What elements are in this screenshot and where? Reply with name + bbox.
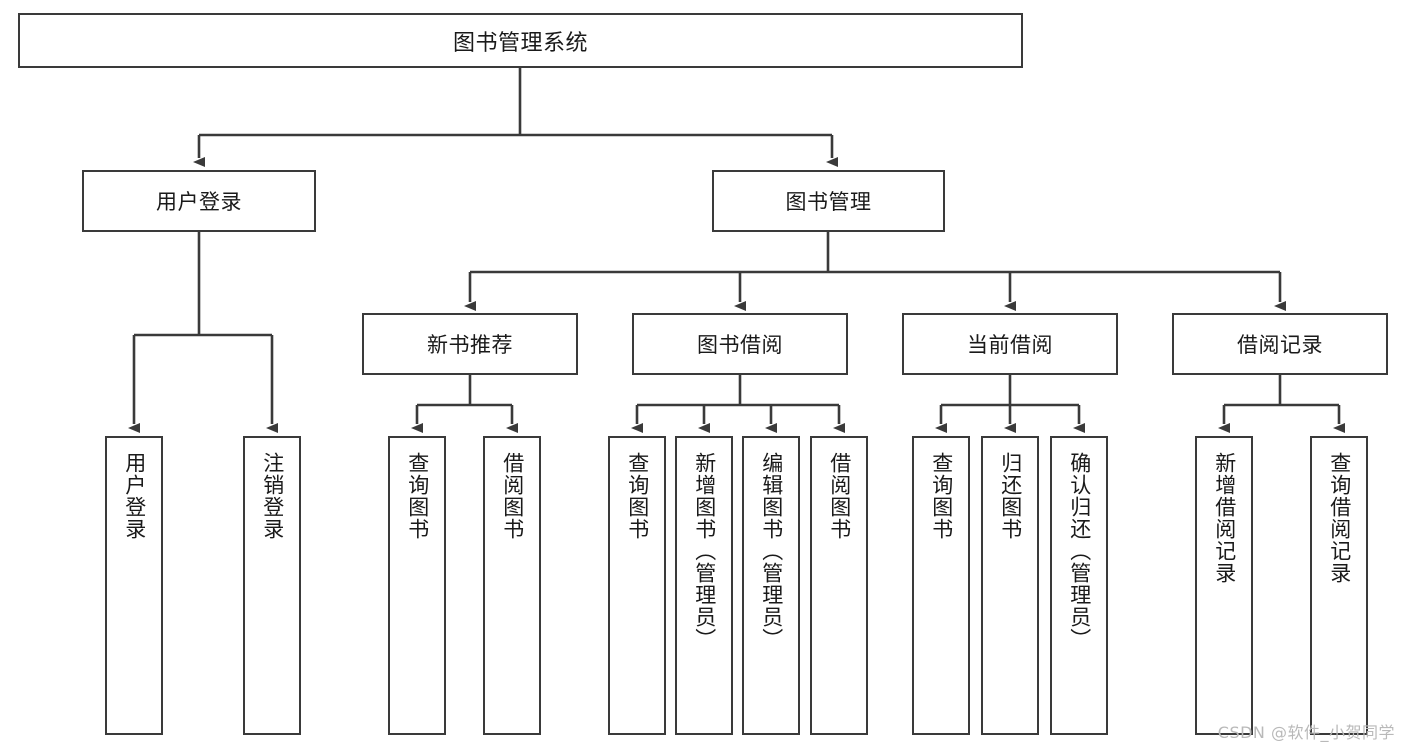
node-label: 查询图书	[625, 452, 650, 540]
node-label: 图书管理系统	[452, 30, 588, 56]
leaf-borrow-edit-book-admin[interactable]: 编辑图书（管理员）	[742, 436, 800, 735]
leaf-borrow-borrow-book[interactable]: 借阅图书	[810, 436, 868, 735]
leaf-current-confirm-return-admin[interactable]: 确认归还（管理员）	[1050, 436, 1108, 735]
node-user-login[interactable]: 用户登录	[82, 170, 316, 232]
leaf-borrow-query-book[interactable]: 查询图书	[608, 436, 666, 735]
node-label: 借阅图书	[827, 452, 852, 540]
node-label: 确认归还（管理员）	[1067, 452, 1092, 650]
node-label: 用户登录	[156, 190, 242, 214]
leaf-borrow-add-book-admin[interactable]: 新增图书（管理员）	[675, 436, 733, 735]
node-new-book-recommend[interactable]: 新书推荐	[362, 313, 578, 375]
node-label: 查询图书	[405, 452, 430, 540]
node-label: 查询图书	[929, 452, 954, 540]
leaf-current-return-book[interactable]: 归还图书	[981, 436, 1039, 735]
node-label: 借阅记录	[1237, 333, 1323, 357]
leaf-user-login-login[interactable]: 用户登录	[105, 436, 163, 735]
node-label: 新增借阅记录	[1212, 452, 1237, 584]
node-label: 图书管理	[785, 190, 872, 214]
leaf-recommend-borrow-book[interactable]: 借阅图书	[483, 436, 541, 735]
node-label: 编辑图书（管理员）	[759, 452, 784, 650]
node-borrow-record[interactable]: 借阅记录	[1172, 313, 1388, 375]
node-label: 图书借阅	[697, 333, 783, 357]
node-current-borrow[interactable]: 当前借阅	[902, 313, 1118, 375]
node-label: 新增图书（管理员）	[692, 452, 717, 650]
node-label: 注销登录	[260, 452, 285, 540]
csdn-watermark: CSDN @软件_小贺同学	[1217, 723, 1395, 742]
node-label: 借阅图书	[500, 452, 525, 540]
leaf-current-query-book[interactable]: 查询图书	[912, 436, 970, 735]
leaf-record-query-record[interactable]: 查询借阅记录	[1310, 436, 1368, 735]
node-label: 新书推荐	[427, 333, 513, 357]
node-label: 用户登录	[122, 452, 147, 540]
leaf-recommend-query-book[interactable]: 查询图书	[388, 436, 446, 735]
node-label: 归还图书	[998, 452, 1023, 540]
leaf-user-login-logout[interactable]: 注销登录	[243, 436, 301, 735]
node-root-system[interactable]: 图书管理系统	[18, 13, 1023, 68]
node-book-borrow[interactable]: 图书借阅	[632, 313, 848, 375]
node-label: 当前借阅	[967, 333, 1053, 357]
node-book-management[interactable]: 图书管理	[712, 170, 945, 232]
node-label: 查询借阅记录	[1327, 452, 1352, 584]
leaf-record-add-record[interactable]: 新增借阅记录	[1195, 436, 1253, 735]
